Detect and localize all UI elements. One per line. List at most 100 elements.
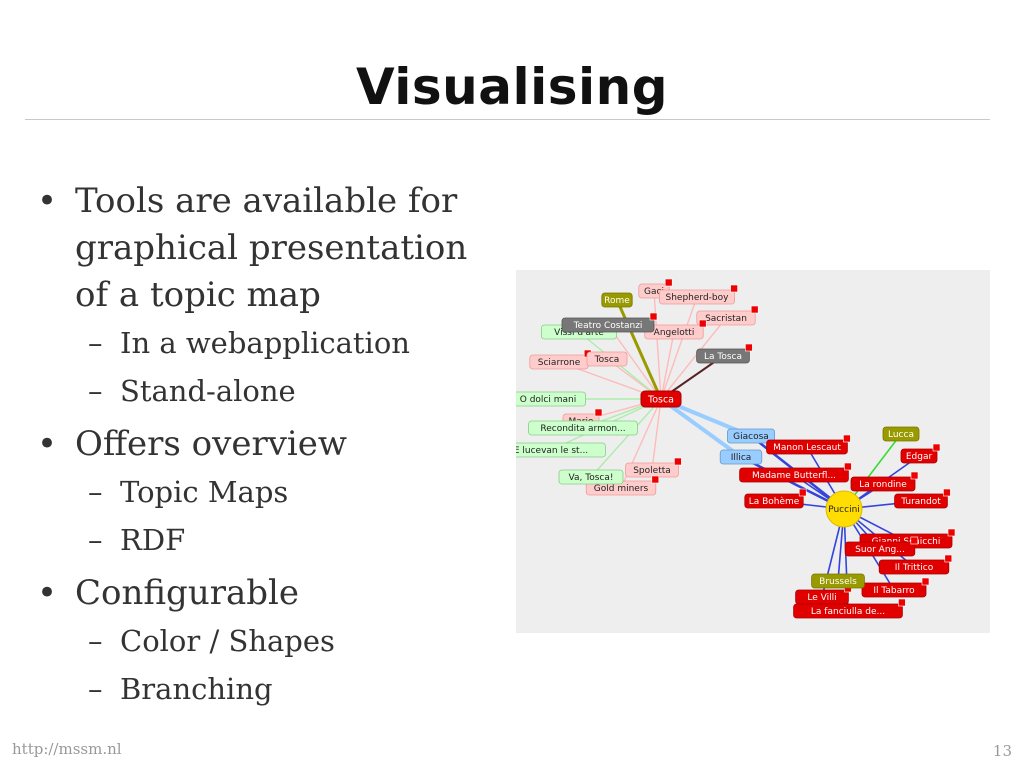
graph-edge: [660, 296, 698, 400]
graph-node-la-boh-me[interactable]: La Bohème: [744, 488, 807, 509]
node-badge: [664, 278, 673, 287]
sub-bullet-item: –RDF: [88, 523, 186, 557]
node-box: [844, 541, 916, 557]
node-label: Il Trittico: [895, 563, 934, 573]
graph-hub-puccini[interactable]: Puccini: [825, 490, 863, 528]
node-label: E lucevan le st...: [516, 446, 588, 456]
node-badge: [798, 488, 807, 497]
bullet-item: •Offers overview: [37, 424, 348, 464]
node-label: La fanciulla de...: [811, 607, 885, 617]
node-box: [878, 559, 950, 575]
sub-bullet-item: –Stand-alone: [88, 374, 296, 408]
node-box: [726, 428, 775, 444]
sub-bullet-item: –In a webapplication: [88, 326, 410, 360]
node-box: [601, 292, 633, 308]
node-badge: [745, 343, 753, 352]
graph-edge: [651, 398, 662, 471]
node-box: [658, 289, 735, 305]
graph-node-recondita-armon[interactable]: Recondita armon...: [528, 420, 638, 436]
node-label: La Bohème: [749, 496, 800, 507]
sub-bullet-text: Stand-alone: [120, 374, 296, 408]
node-badge: [843, 434, 851, 443]
graph-edge: [590, 398, 662, 478]
graph-node-la-tosca[interactable]: La Tosca: [696, 343, 753, 364]
node-box: [739, 467, 849, 483]
node-box: [586, 351, 628, 367]
node-label: Tosca: [594, 355, 620, 365]
footer-url: http://mssm.nl: [12, 740, 122, 758]
node-label: Madame Butterfl...: [752, 471, 836, 481]
node-badge: [932, 443, 941, 452]
node-label: Spoletta: [633, 466, 671, 476]
hub-circle: [825, 490, 863, 528]
graph-node-lucca[interactable]: Lucca: [882, 426, 920, 442]
node-badge: [698, 319, 707, 328]
node-box: [696, 348, 750, 364]
graph-node-manon-lescaut[interactable]: Manon Lescaut: [766, 434, 851, 455]
bullet-list: •Tools are available for graphical prese…: [35, 178, 495, 713]
graph-node-va-tosca[interactable]: Va, Tosca!: [558, 469, 624, 485]
graph-hub-tosca[interactable]: Tosca: [640, 390, 682, 408]
graph-node-shepherd-boy[interactable]: Shepherd-boy: [658, 284, 738, 305]
node-label: Teatro Costanzi: [573, 321, 643, 331]
graph-node-il-trittico[interactable]: Il Trittico: [878, 554, 953, 575]
node-box: [719, 449, 763, 465]
graph-node-giacosa[interactable]: Giacosa: [726, 428, 775, 444]
node-label: Recondita armon...: [540, 424, 625, 434]
graph-edge: [659, 397, 743, 459]
node-label: Suor Ang...: [855, 545, 905, 555]
node-label: La Tosca: [704, 352, 742, 362]
node-label: Rome: [604, 296, 630, 306]
graph-node-e-lucevan-le-st[interactable]: E lucevan le st...: [496, 442, 606, 458]
graph-edge: [660, 331, 675, 400]
graph-node-suor-ang[interactable]: Suor Ang...: [844, 536, 919, 557]
node-label: O dolci mani: [520, 395, 576, 405]
graph-node-sciarrone[interactable]: Sciarrone: [529, 349, 592, 370]
graph-node-madame-butterfl[interactable]: Madame Butterfl...: [739, 462, 852, 483]
graph-node-la-rondine[interactable]: La rondine: [850, 471, 919, 492]
sub-bullet-item: –Topic Maps: [88, 475, 289, 509]
node-label: Shepherd-boy: [666, 293, 730, 303]
node-badge: [921, 577, 930, 586]
node-label: Manon Lescaut: [773, 443, 841, 453]
node-badge: [910, 536, 919, 545]
slide-title: Visualising: [355, 58, 669, 116]
page-number: 13: [992, 742, 1012, 760]
node-box: [861, 582, 927, 598]
bullet-item: •Configurable: [37, 573, 300, 613]
graph-node-la-fanciulla-de[interactable]: La fanciulla de...: [793, 598, 906, 619]
hub-label: Puccini: [828, 505, 860, 515]
graph-edge: [653, 290, 662, 400]
bullet-item: •Tools are available for graphical prese…: [37, 181, 468, 315]
node-label: Il Tabarro: [873, 586, 915, 596]
node-label: Sacristan: [705, 314, 747, 324]
bullet-text: Offers overview: [75, 424, 348, 464]
graph-node-illica[interactable]: Illica: [719, 449, 763, 465]
node-label: Lucca: [888, 430, 914, 440]
node-label: La rondine: [859, 480, 907, 490]
graph-node-brussels[interactable]: Brussels: [811, 573, 865, 589]
graph-node-spoletta[interactable]: Spoletta: [625, 457, 682, 478]
node-label: Vissi d'arte: [554, 328, 604, 338]
graph-node-sacristan[interactable]: Sacristan: [696, 305, 759, 326]
node-badge: [594, 408, 603, 417]
graph-node-o-dolci-mani[interactable]: O dolci mani: [510, 391, 586, 407]
graph-edge: [660, 317, 727, 400]
node-badge: [947, 528, 956, 537]
bullet-text: Configurable: [75, 573, 300, 613]
bullet-text: Tools are available for graphical presen…: [75, 181, 468, 315]
graph-node-edgar[interactable]: Edgar: [900, 443, 941, 464]
graph-nodes: GaciShepherd-boySacristanAngelottiSciarr…: [496, 278, 956, 619]
node-label: Illica: [731, 453, 752, 463]
graph-node-il-tabarro[interactable]: Il Tabarro: [861, 577, 930, 598]
node-label: Angelotti: [654, 328, 695, 338]
graph-node-turandot[interactable]: Turandot: [894, 488, 951, 509]
node-label: Le Villi: [807, 593, 836, 603]
node-label: Gaci: [644, 287, 664, 297]
node-box: [900, 448, 938, 464]
graph-node-tosca-opera[interactable]: Tosca: [586, 351, 628, 367]
graph-node-teatro-costanzi[interactable]: Teatro Costanzi: [561, 312, 658, 333]
graph-node-rome[interactable]: Rome: [601, 292, 633, 308]
node-box: [811, 573, 865, 589]
